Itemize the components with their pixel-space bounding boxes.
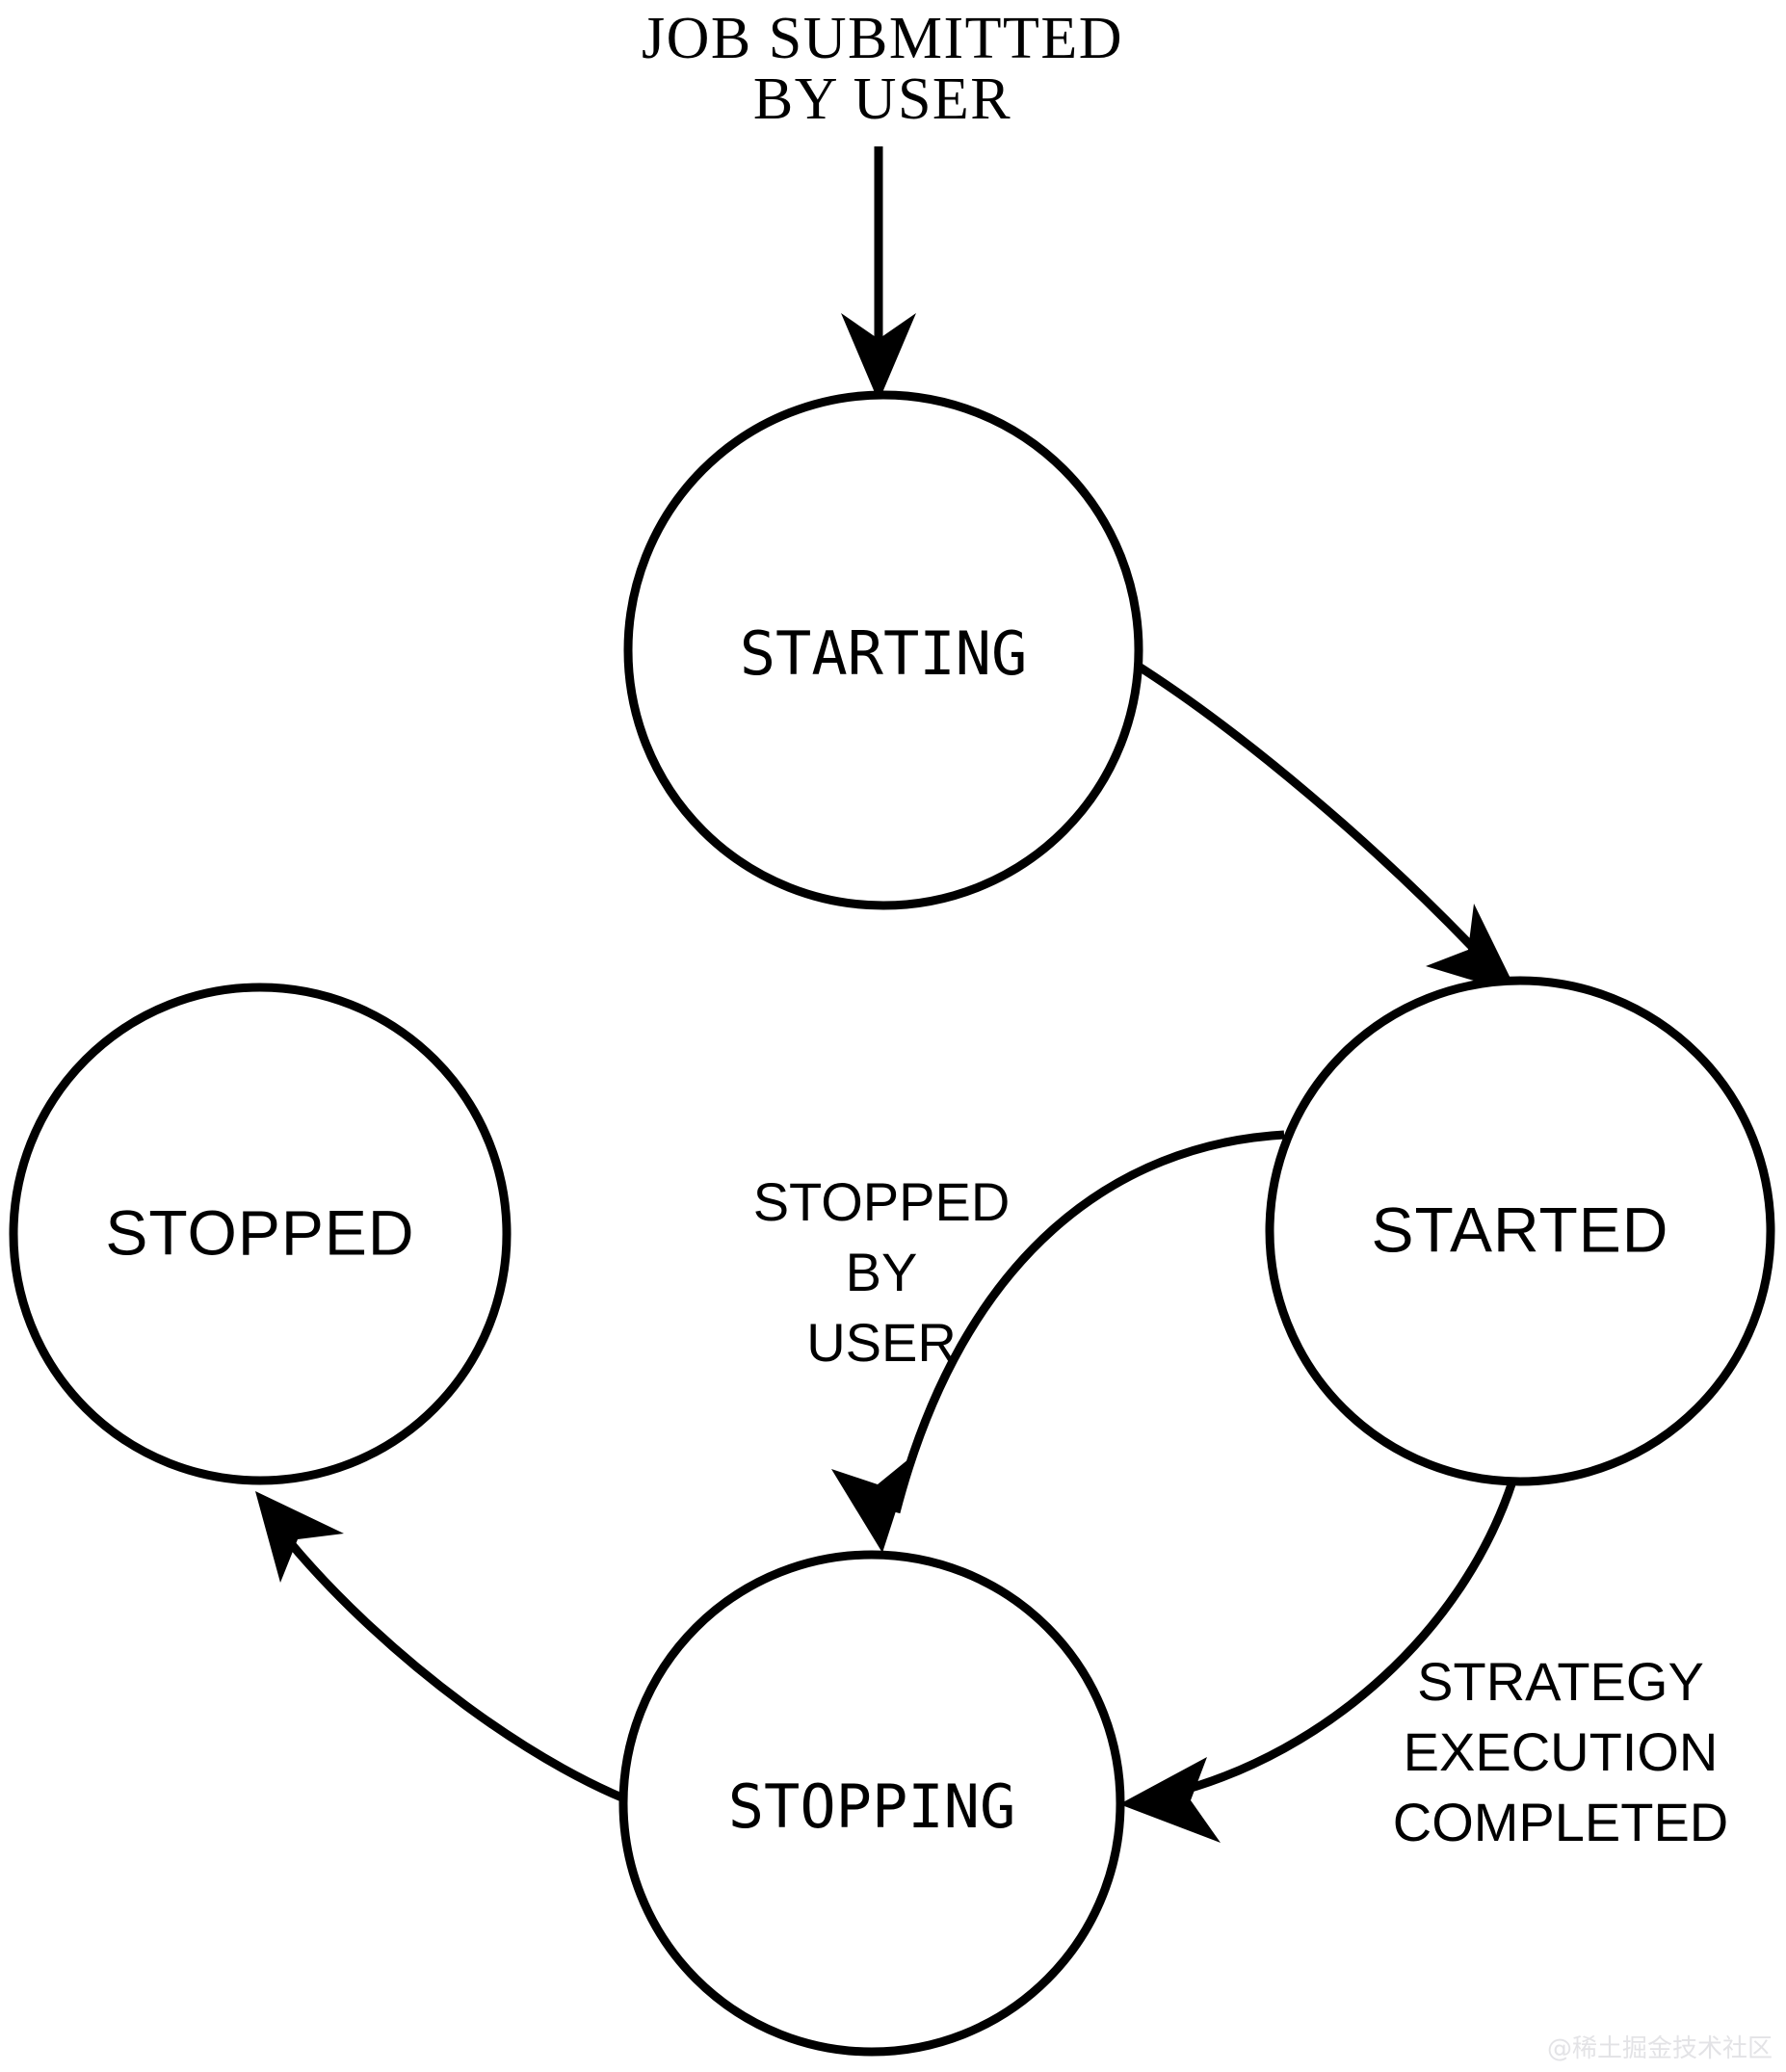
starting-started-arrow-head [1426, 904, 1518, 994]
node-starting-circle[interactable] [623, 390, 1143, 910]
node-stopped-circle[interactable] [9, 983, 512, 1485]
node-starting-label: STARTING [740, 618, 1028, 689]
entry-arrow-head [841, 313, 916, 402]
edge-label-stopped-by-user: STOPPED BY USER [753, 1171, 1011, 1373]
watermark-label: @稀土掘金技术社区 [1547, 2034, 1773, 2063]
started-stopping-completed-curve [1169, 1480, 1517, 1798]
node-stopping-circle[interactable] [618, 1550, 1125, 2057]
node-started-circle[interactable] [1265, 976, 1775, 1486]
node-starting[interactable]: STARTING [623, 390, 1143, 910]
started-stopping-completed-arrow-head [1119, 1757, 1221, 1843]
entry-label-line1: JOB SUBMITTED [642, 6, 1123, 71]
started-stopping-user-curve [891, 1130, 1285, 1514]
edge-label-strategy-completed: STRATEGY EXECUTION COMPLETED [1393, 1651, 1729, 1852]
stopping-stopped-arrow-head [255, 1491, 344, 1583]
node-stopping-label: STOPPING [728, 1771, 1016, 1842]
entry-label-line2: BY USER [753, 66, 1011, 132]
edge-started-to-stopping-completed [1119, 1480, 1517, 1843]
edge-label-strategy-completed-line1: STRATEGY [1417, 1651, 1704, 1712]
node-started-label: STARTED [1372, 1193, 1669, 1265]
edge-label-stopped-by-user-line2: BY [846, 1242, 918, 1302]
node-stopped[interactable]: STOPPED [9, 983, 512, 1485]
node-started[interactable]: STARTED [1265, 976, 1775, 1486]
node-stopping[interactable]: STOPPING [618, 1550, 1125, 2057]
started-stopping-user-arrow-head [831, 1455, 914, 1553]
entry-label: JOB SUBMITTED BY USER [642, 6, 1123, 132]
edge-label-strategy-completed-line2: EXECUTION [1404, 1721, 1719, 1782]
edge-label-strategy-completed-line3: COMPLETED [1393, 1792, 1729, 1852]
edge-starting-to-started [1130, 659, 1518, 994]
stopping-stopped-curve [285, 1538, 657, 1815]
edge-started-to-stopping-user [831, 1130, 1285, 1553]
node-stopped-label: STOPPED [105, 1196, 414, 1268]
starting-started-curve [1130, 659, 1483, 957]
edge-label-stopped-by-user-line3: USER [806, 1312, 957, 1373]
edge-stopping-to-stopped [255, 1491, 657, 1815]
edge-entry-to-starting [841, 146, 916, 402]
edge-label-stopped-by-user-line1: STOPPED [753, 1171, 1011, 1232]
